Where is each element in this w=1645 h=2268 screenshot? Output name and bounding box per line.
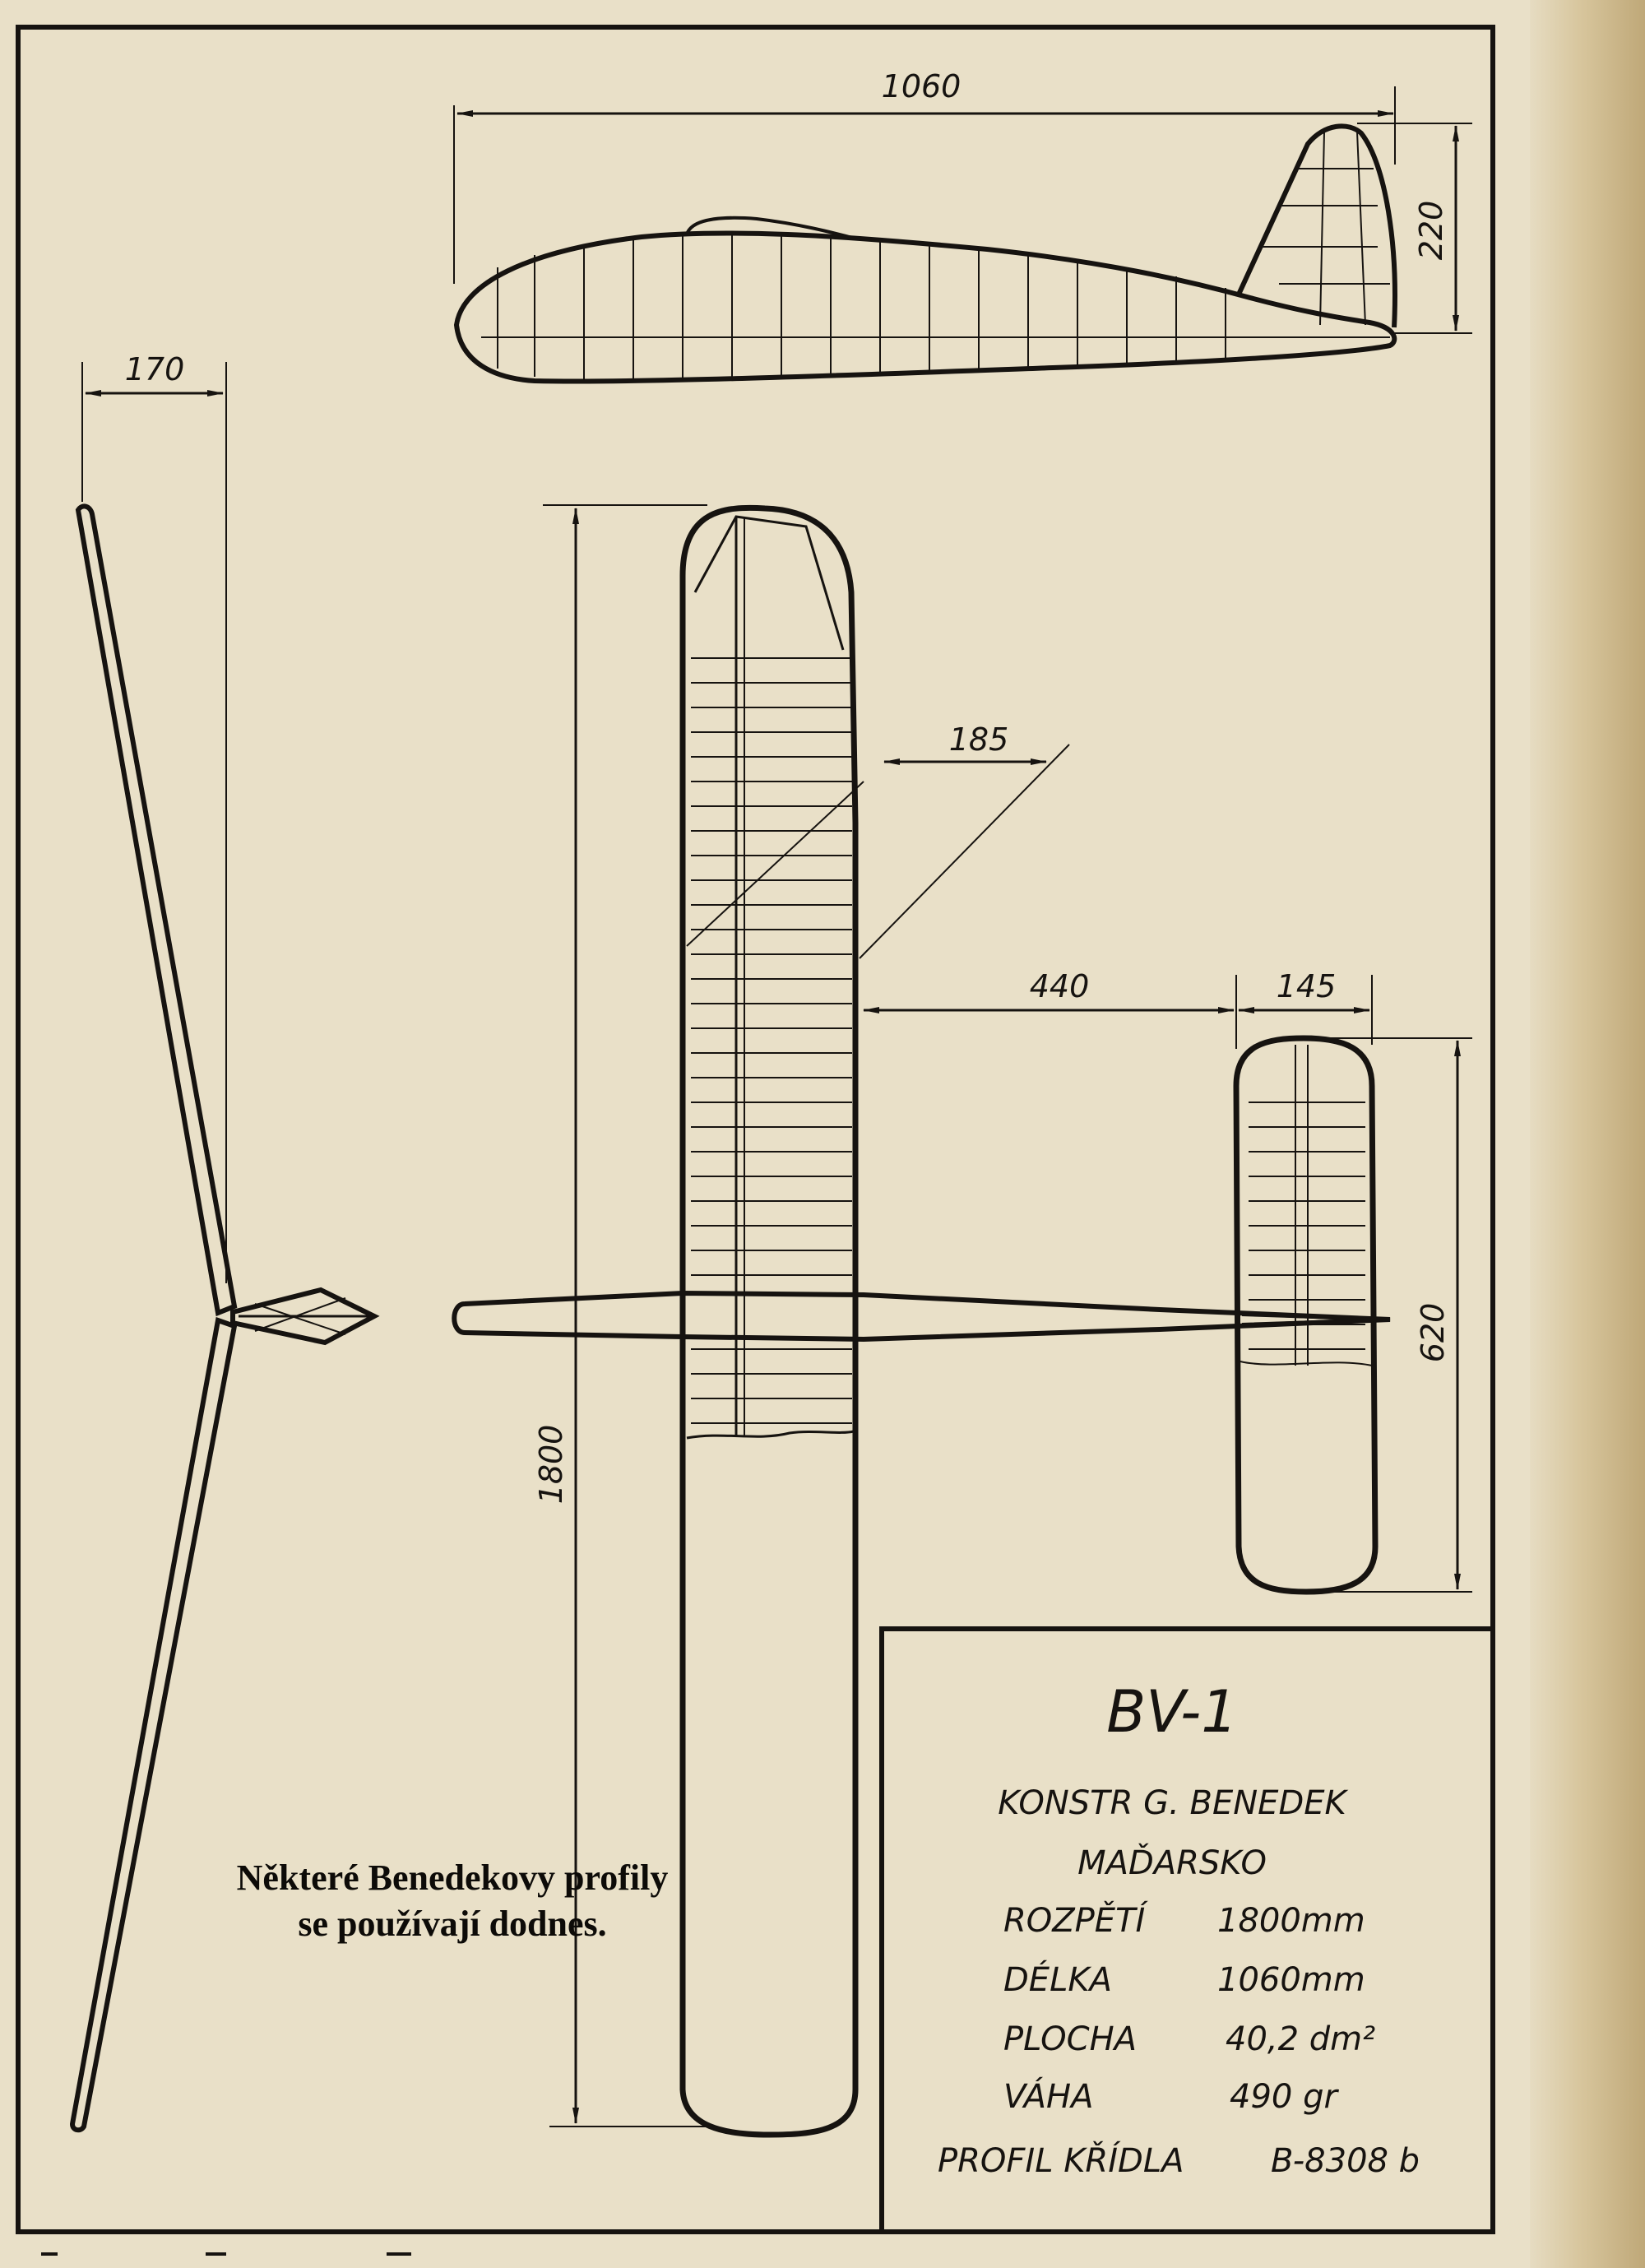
caption-overlay: Některé Benedekovy profily se používají … <box>123 1855 781 1947</box>
dim-label-dihedral: 170 <box>125 351 185 387</box>
dim-label-fuselage-length: 1060 <box>882 68 962 104</box>
fuselage-outline <box>453 230 1397 384</box>
spec-value-weight: 490 gr <box>1230 2078 1339 2116</box>
top-view <box>452 504 1472 2138</box>
spec-value-area: 40,2 dm² <box>1226 2020 1375 2058</box>
spec-value-profile: B-8308 b <box>1271 2142 1420 2180</box>
spec-label-length: DÉLKA <box>1003 1960 1112 1999</box>
dim-label-wing-chord: 185 <box>949 721 1009 758</box>
top-stabilizer <box>1233 1035 1379 1595</box>
page-frame <box>16 25 1495 2234</box>
spec-value-span: 1800mm <box>1217 1902 1365 1940</box>
designer-line: KONSTR G. BENEDEK <box>998 1784 1348 1822</box>
caption-line-2: se používají dodnes. <box>298 1904 607 1944</box>
front-wing-upper <box>75 503 238 1317</box>
spec-value-length: 1060mm <box>1217 1961 1365 1999</box>
dim-label-wing-span: 1800 <box>533 1425 569 1505</box>
caption-line-1: Některé Benedekovy profily <box>236 1858 669 1898</box>
dim-label-stab-chord: 145 <box>1277 968 1337 1004</box>
title-block: BV-1 KONSTR G. BENEDEK MAĎARSKO ROZPĚTÍ … <box>879 1626 1493 2232</box>
fin-outline <box>1235 123 1397 328</box>
spec-label-span: ROZPĚTÍ <box>1003 1900 1149 1940</box>
front-view <box>69 362 380 2133</box>
front-fuselage-section <box>230 1287 380 1346</box>
top-fuselage <box>452 1290 1391 1343</box>
paper-edge <box>1530 0 1645 2268</box>
top-main-wing <box>679 504 859 2138</box>
spec-label-profile: PROFIL KŘÍDLA <box>938 2140 1184 2180</box>
dim-label-tail-distance: 440 <box>1030 968 1090 1004</box>
dim-label-fin-height: 220 <box>1413 201 1449 261</box>
spec-label-area: PLOCHA <box>1003 2020 1137 2058</box>
side-view <box>453 86 1472 384</box>
dim-label-stab-span: 620 <box>1415 1303 1451 1363</box>
country-line: MAĎARSKO <box>1077 1843 1267 1882</box>
spec-label-weight: VÁHA <box>1003 2076 1093 2116</box>
front-wing-lower <box>69 1317 238 2133</box>
model-name: BV-1 <box>1106 1678 1238 1746</box>
